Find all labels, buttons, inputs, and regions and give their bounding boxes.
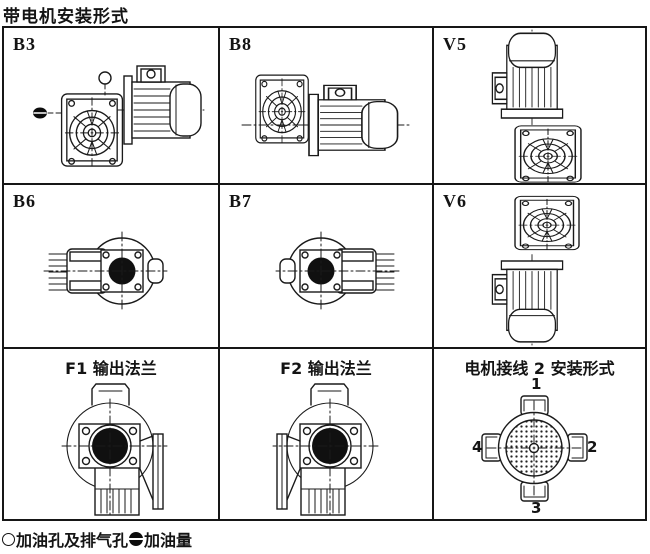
cell-label-b6: B6 <box>13 191 37 211</box>
oil-fill-hole-icon <box>2 532 15 546</box>
gearbox-front <box>514 195 580 252</box>
gearbox-front <box>255 74 309 146</box>
b8-drawing <box>241 74 413 157</box>
cell-v5: V5 <box>434 28 645 185</box>
cell-b3: B3 <box>4 28 220 185</box>
cell-title-f2: F2 输出法兰 <box>280 359 372 378</box>
terminal-box-drawing <box>481 395 588 502</box>
cell-v6: V6 <box>434 185 645 349</box>
oil-quantity-icon <box>33 107 63 119</box>
motor-side <box>301 84 402 157</box>
oil-qty-label: 加油量 <box>144 531 193 550</box>
cell-label-b3: B3 <box>13 34 37 54</box>
cell-title-f1: F1 输出法兰 <box>65 359 157 378</box>
page-title: 带电机安装形式 <box>3 7 129 27</box>
b7-drawing <box>275 231 400 311</box>
v6-drawing <box>491 195 580 346</box>
gearbox-front <box>514 125 582 183</box>
oil-fill-hole-icon <box>98 71 112 96</box>
motor-vertical <box>491 29 564 126</box>
motor-vertical <box>491 253 564 346</box>
f1-drawing <box>61 383 168 518</box>
f2-drawing <box>272 383 379 518</box>
oil-quantity-icon <box>129 532 144 546</box>
v5-drawing <box>491 29 582 183</box>
cell-label-b8: B8 <box>229 34 253 54</box>
cell-b7: B7 <box>220 185 434 349</box>
terminal-position-3: 3 <box>531 499 542 517</box>
cell-f1: F1 输出法兰 <box>4 349 220 519</box>
gearbox-front <box>60 93 124 169</box>
cell-label-b7: B7 <box>229 191 253 211</box>
terminal-position-4: 4 <box>472 438 483 456</box>
terminal-position-2: 2 <box>587 438 598 456</box>
b6-drawing <box>43 231 168 311</box>
b3-drawing <box>33 65 205 169</box>
cell-b6: B6 <box>4 185 220 349</box>
oil-hole-label: 加油孔及排气孔 <box>16 531 129 550</box>
mounting-forms-table: B3 B8 <box>2 26 647 521</box>
cell-b8: B8 <box>220 28 434 185</box>
cell-terminal-positions: 电机接线 2 安装形式 1 2 <box>434 349 645 519</box>
terminal-position-1: 1 <box>531 375 542 393</box>
motor-side <box>117 65 205 145</box>
oil-legend: 加油孔及排气孔加油量 <box>2 528 192 550</box>
cell-f2: F2 输出法兰 <box>220 349 434 519</box>
cell-title-terminal: 电机接线 2 安装形式 <box>464 359 615 378</box>
cell-label-v6: V6 <box>443 191 467 211</box>
cell-label-v5: V5 <box>443 34 467 54</box>
